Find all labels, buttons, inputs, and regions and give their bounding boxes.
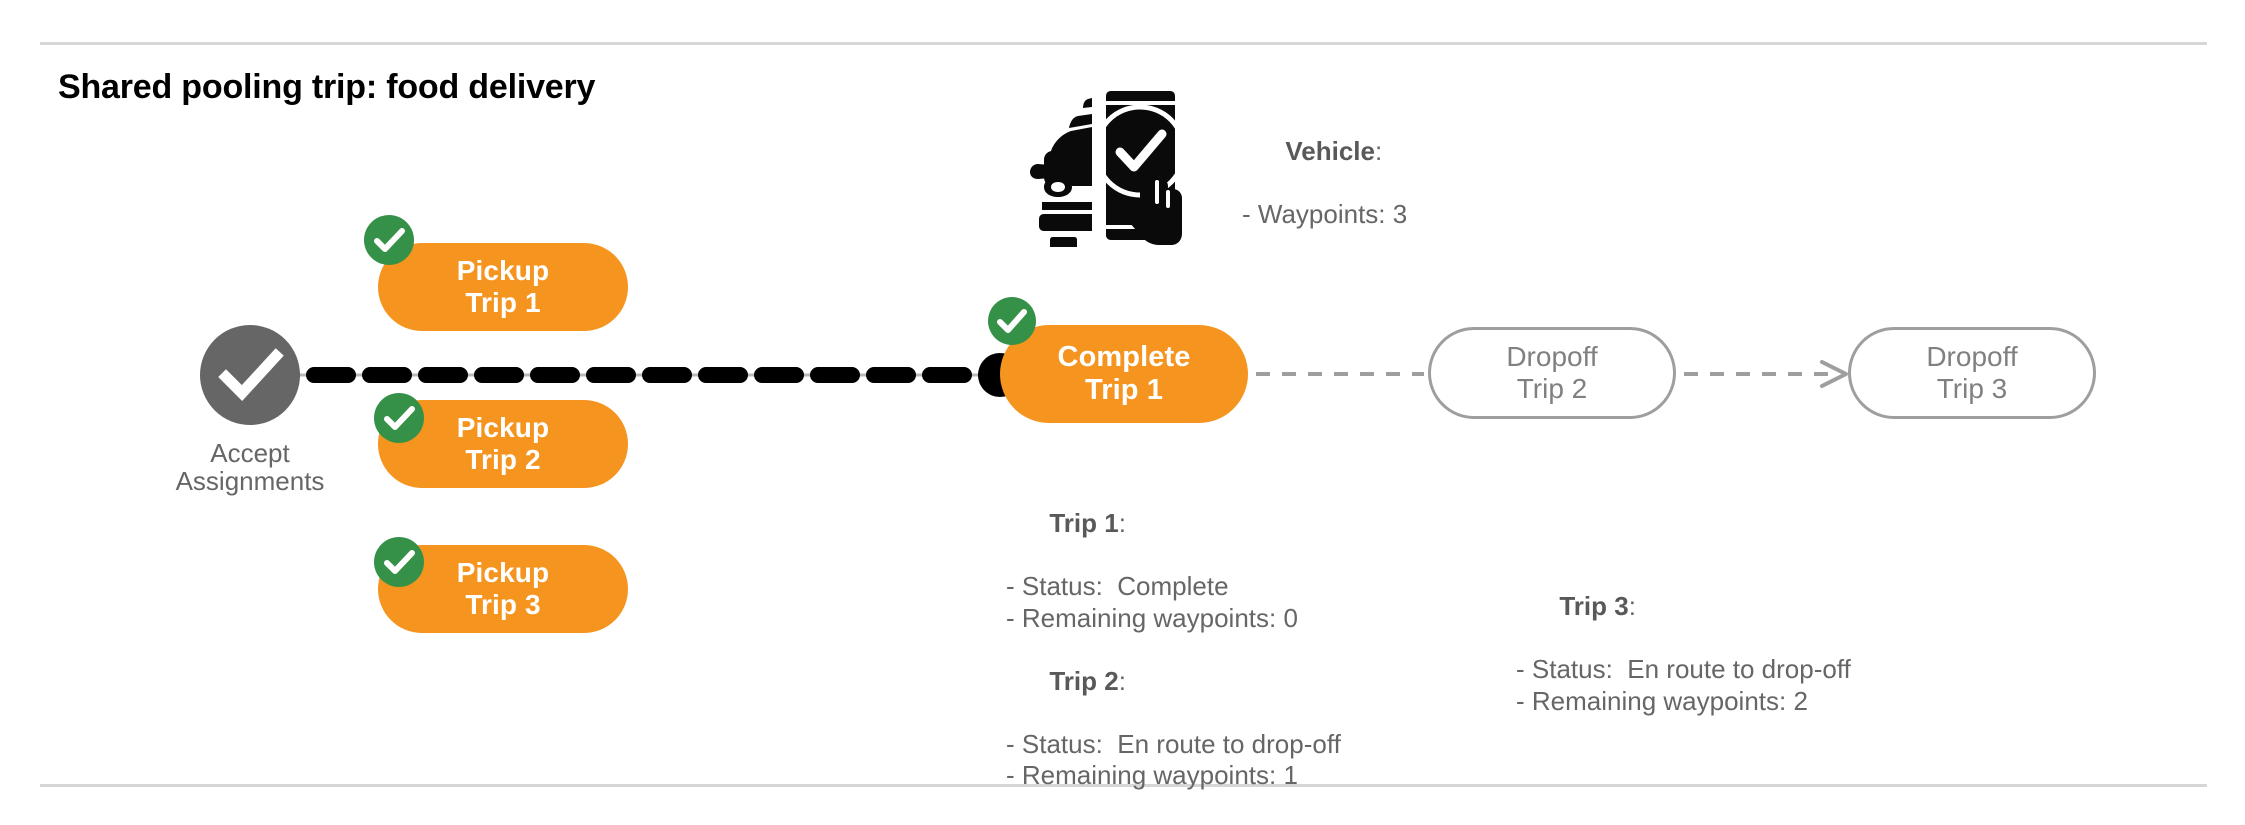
vehicle-info-heading: Vehicle: (1242, 105, 1407, 199)
trip-1-heading: Trip 1: (1006, 477, 1341, 571)
vehicle-info-block: Vehicle: - Waypoints: 3 (1242, 105, 1407, 231)
trip-2-waypoints-line: - Remaining waypoints: 1 (1006, 760, 1298, 791)
trip-1-2-info-block: Trip 1: - Status: Complete - Remaining w… (1006, 477, 1341, 792)
dropoff-trip-3-node[interactable]: Dropoff Trip 3 (1848, 327, 2096, 419)
complete-trip-1-node[interactable]: Complete Trip 1 (1000, 325, 1248, 423)
vehicle-heading-colon: : (1374, 136, 1383, 167)
trip-1-heading-colon: : (1118, 508, 1126, 539)
trip-3-heading-text: Trip 3 (1559, 591, 1629, 622)
trip-3-info-block: Trip 3: - Status: En route to drop-off -… (1516, 560, 1851, 717)
trip-2-heading: Trip 2: (1006, 634, 1341, 728)
trip-3-status-line: - Status: En route to drop-off (1516, 654, 1851, 685)
accept-assignments-node[interactable]: Accept Assignments (155, 325, 345, 495)
vehicle-heading-text: Vehicle (1285, 136, 1375, 167)
accept-assignments-label: Accept Assignments (175, 438, 325, 497)
green-check-badge-pickup-1 (364, 215, 414, 265)
green-check-badge-pickup-3 (374, 537, 424, 587)
green-check-badge-pickup-2 (374, 393, 424, 443)
dropoff-trip-2-node[interactable]: Dropoff Trip 2 (1428, 327, 1676, 419)
page-title: Shared pooling trip: food delivery (58, 68, 596, 106)
trip-2-heading-colon: : (1118, 665, 1126, 696)
pickup-trip-1-node[interactable]: Pickup Trip 1 (378, 243, 628, 331)
vehicle-waypoints-line: - Waypoints: 3 (1242, 199, 1408, 230)
trip-2-status-line: - Status: En route to drop-off (1006, 728, 1341, 759)
check-circle-icon (200, 325, 300, 425)
trip-3-heading: Trip 3: (1516, 560, 1851, 654)
top-divider (40, 42, 2207, 45)
trip-1-heading-text: Trip 1 (1049, 508, 1119, 539)
trip-1-waypoints-line: - Remaining waypoints: 0 (1006, 602, 1298, 633)
trip-3-heading-colon: : (1628, 591, 1636, 622)
trip-1-status-line: - Status: Complete (1006, 571, 1229, 602)
trip-2-heading-text: Trip 2 (1049, 665, 1119, 696)
bottom-divider (40, 784, 2207, 787)
green-check-badge-complete (988, 297, 1036, 345)
trip-3-waypoints-line: - Remaining waypoints: 2 (1516, 685, 1808, 716)
car-phone-check-icon (1030, 82, 1187, 247)
